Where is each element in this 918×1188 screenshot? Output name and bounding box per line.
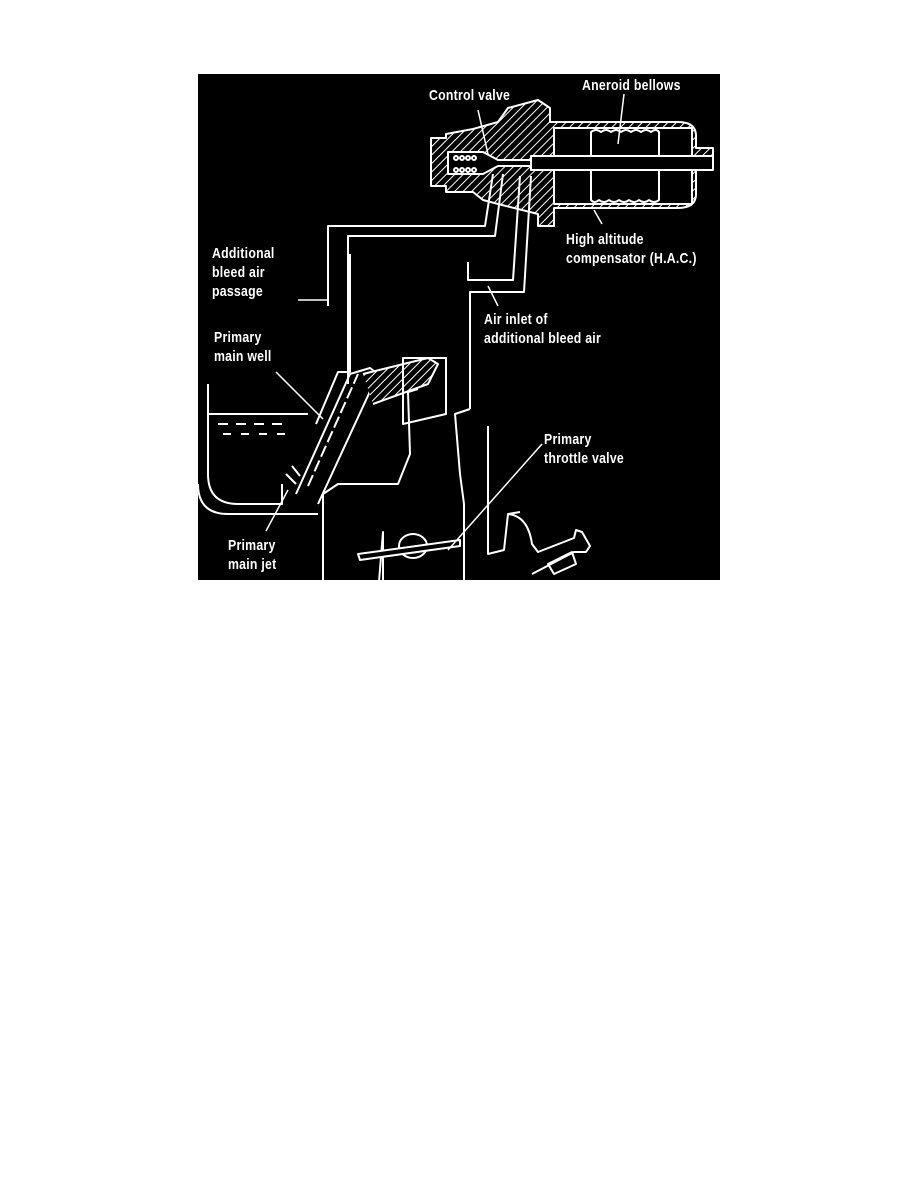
label-air-inlet-additional-bleed-air: Air inlet of additional bleed air: [484, 311, 602, 347]
label-aneroid-bellows: Aneroid bellows: [582, 77, 681, 94]
hac-housing: [327, 99, 714, 409]
label-control-valve: Control valve: [429, 87, 511, 104]
label-primary-main-jet: Primary main jet: [228, 537, 277, 573]
label-primary-main-well: Primary main well: [214, 329, 272, 365]
label-additional-bleed-air-passage: Additional bleed air passage: [212, 245, 275, 300]
carburetor-hac-diagram: Control valve Aneroid bellows High altit…: [198, 74, 720, 580]
leader-lines: [265, 93, 625, 551]
diagram-drawing: [198, 93, 714, 580]
label-high-altitude-compensator: High altitude compensator (H.A.C.): [566, 231, 697, 267]
carburetor-body: [198, 254, 591, 580]
label-primary-throttle-valve: Primary throttle valve: [544, 431, 625, 467]
